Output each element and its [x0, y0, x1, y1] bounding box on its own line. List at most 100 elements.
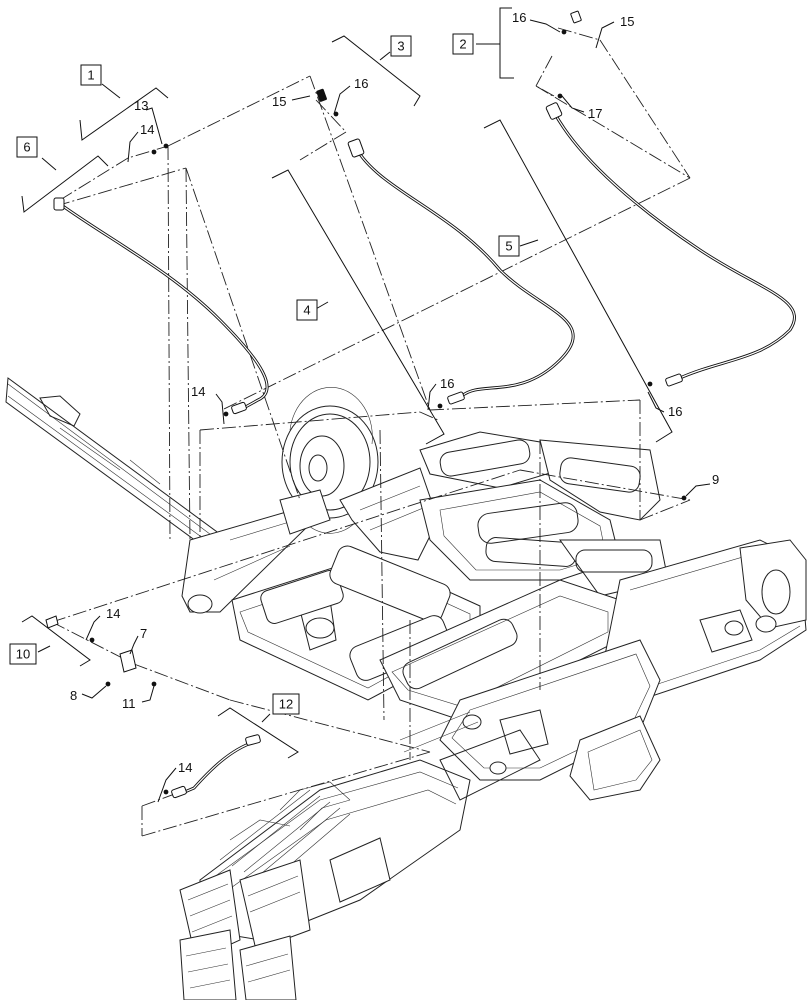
callout-box-4	[296, 299, 318, 321]
callout-3: 3	[390, 35, 412, 57]
callout-box-12	[272, 693, 300, 715]
callout-label-10: 10	[16, 647, 30, 662]
bracket-3	[331, 35, 421, 107]
leader-16-hose2	[529, 19, 561, 33]
callout-numbers: 13 14 14 14 14 15 15 16 16 16 16 17 9 7 …	[70, 10, 719, 775]
callout-14-top: 14	[140, 122, 154, 137]
leader-15-right	[595, 21, 615, 49]
callout-label-3: 3	[397, 39, 404, 54]
callout-box-5	[498, 235, 520, 257]
hose-6	[53, 197, 269, 415]
hose-12-fitting-bottom	[171, 785, 187, 799]
callout-box-6	[16, 136, 38, 158]
callout-13: 13	[134, 98, 148, 113]
callout-15-right: 15	[620, 14, 634, 29]
callout-box-1	[80, 64, 102, 86]
fitting-13	[163, 143, 169, 149]
oring-17	[557, 93, 563, 99]
leader-9	[685, 483, 711, 497]
callout-17: 17	[588, 106, 602, 121]
fitting-10	[45, 615, 59, 629]
leader-12	[261, 713, 271, 723]
bracket-2	[499, 7, 514, 79]
leader-8	[81, 685, 107, 699]
brackets	[21, 7, 673, 759]
oring-16-hose3-bottom	[437, 403, 443, 409]
oring-14-lower	[89, 637, 95, 643]
leader-16-hose3	[333, 85, 351, 115]
callout-label-1: 1	[87, 68, 94, 83]
callout-16-hose2: 16	[512, 10, 526, 25]
hose-2-fitting-bottom	[665, 373, 683, 387]
fitting-9	[681, 495, 687, 501]
callout-label-12: 12	[279, 697, 293, 712]
callout-2: 2	[452, 33, 474, 55]
bolt-8	[105, 681, 111, 687]
hose-2	[545, 102, 796, 387]
machine-frame	[5, 377, 807, 1000]
bracket-1	[79, 87, 169, 141]
callout-6: 6	[16, 136, 38, 158]
callout-16-hose2-bottom: 16	[668, 404, 682, 419]
leader-13	[145, 107, 163, 145]
callout-15-left: 15	[272, 94, 286, 109]
callout-12: 12	[272, 693, 300, 715]
hose-3-fitting-top	[347, 138, 365, 158]
callout-10: 10	[9, 643, 37, 665]
callout-box-3	[390, 35, 412, 57]
hose-3-fitting-bottom	[447, 391, 465, 405]
callout-box-2	[452, 33, 474, 55]
oring-14-hose12	[163, 789, 169, 795]
callout-11: 11	[122, 696, 136, 711]
fitting-15-right	[570, 10, 582, 24]
clamp-7	[119, 649, 137, 673]
leader-14-hose6	[215, 393, 225, 425]
bracket-6	[21, 155, 109, 213]
leader-17	[561, 95, 585, 113]
oring-14-top	[151, 149, 157, 155]
leader-14-hose12	[157, 767, 177, 803]
hose-6-fitting-top	[53, 197, 65, 211]
callout-14-hose12: 14	[178, 760, 192, 775]
hose-3	[347, 138, 575, 405]
leader-7	[129, 635, 139, 655]
leader-16-hose3-bottom	[427, 383, 437, 411]
bracket-5	[483, 119, 673, 443]
leader-14-top	[127, 131, 139, 163]
bracket-4	[271, 169, 445, 445]
hose-12	[171, 734, 261, 799]
leader-10	[37, 645, 51, 653]
nut-11	[151, 681, 157, 687]
callout-7: 7	[140, 626, 147, 641]
leader-6	[41, 157, 57, 171]
callout-4: 4	[296, 299, 318, 321]
hose-2-fitting-top	[545, 102, 563, 120]
callout-5: 5	[498, 235, 520, 257]
callout-label-5: 5	[505, 239, 512, 254]
leader-lines	[37, 19, 711, 803]
callout-14-lower: 14	[106, 606, 120, 621]
bracket-10	[21, 615, 91, 667]
leader-11	[141, 685, 155, 703]
hose-6-fitting-bottom	[231, 401, 247, 415]
leader-3	[379, 51, 391, 61]
leader-15-left	[291, 95, 311, 101]
oring-16-hose2-bottom	[647, 381, 653, 387]
bracket-12	[217, 707, 299, 759]
callout-label-6: 6	[23, 140, 30, 155]
oring-16-hose2	[561, 29, 567, 35]
callout-box-10	[9, 643, 37, 665]
callout-8: 8	[70, 688, 77, 703]
oring-14-hose6	[223, 411, 229, 417]
leader-16-hose2-bottom	[647, 391, 665, 413]
callout-16-hose3-bottom: 16	[440, 376, 454, 391]
leader-5	[519, 239, 539, 247]
callout-14-hose6: 14	[191, 384, 205, 399]
callout-9: 9	[712, 472, 719, 487]
hose-12-fitting-top	[245, 734, 261, 746]
callout-16-hose3: 16	[354, 76, 368, 91]
fitting-15-left	[316, 88, 327, 102]
callout-label-2: 2	[459, 37, 466, 52]
leader-14-lower	[85, 615, 101, 641]
